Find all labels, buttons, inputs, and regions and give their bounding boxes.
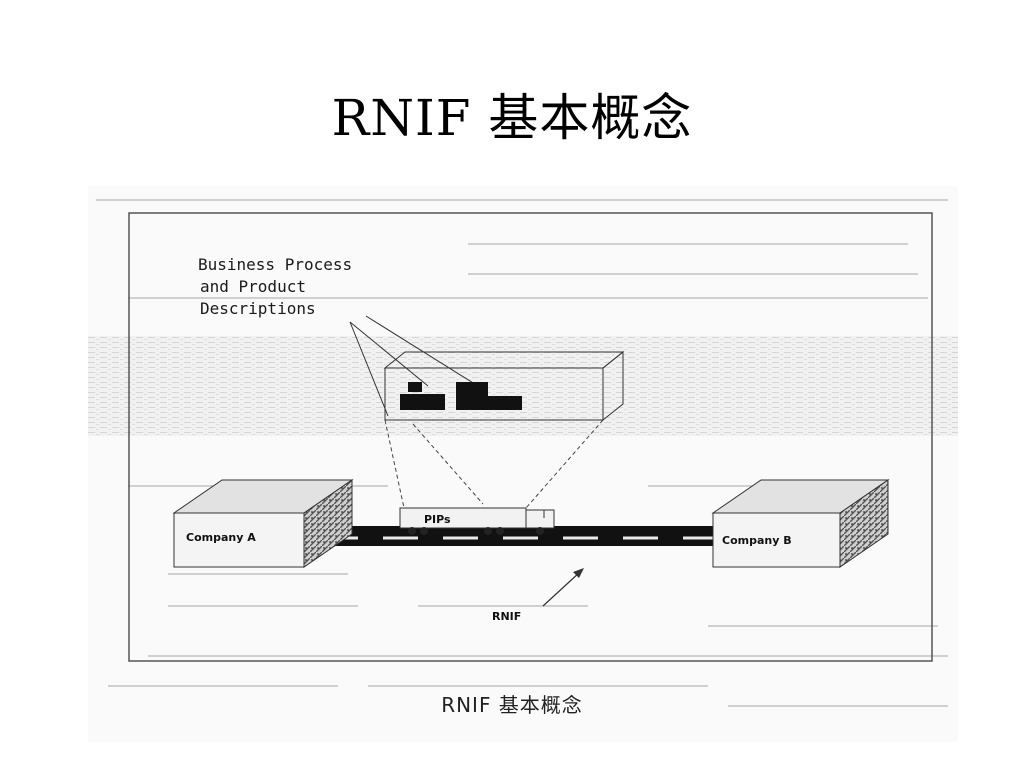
scanned-figure: Business Process and Product Description… [88, 186, 958, 742]
scan-noise-band [88, 336, 958, 436]
scan-faded-lines [96, 199, 948, 707]
projection-lines [384, 419, 604, 509]
zoom-trucks [400, 382, 522, 410]
company-b-label: Company B [722, 534, 792, 547]
company-b-box [711, 479, 890, 568]
callout-leader-lines [349, 315, 479, 417]
rnif-diagram: Business Process and Product Description… [88, 186, 958, 742]
callout-line-2: and Product [200, 277, 306, 296]
company-a-label: Company A [186, 531, 256, 544]
road [288, 526, 748, 546]
callout-line-1: Business Process [198, 255, 352, 274]
rnif-road-label: RNIF [492, 610, 521, 623]
figure-frame [128, 212, 933, 662]
pips-truck [399, 507, 555, 535]
company-a-box [172, 479, 354, 568]
figure-caption: RNIF 基本概念 [441, 693, 583, 717]
rnif-pointer-line [542, 571, 581, 607]
zoom-box [383, 350, 625, 422]
scan-background [88, 186, 958, 742]
truck-label: PIPs [424, 513, 451, 526]
callout-line-3: Descriptions [200, 299, 316, 318]
rnif-pointer-arrowhead [573, 568, 584, 578]
slide-title: RNIF 基本概念 [331, 89, 693, 147]
